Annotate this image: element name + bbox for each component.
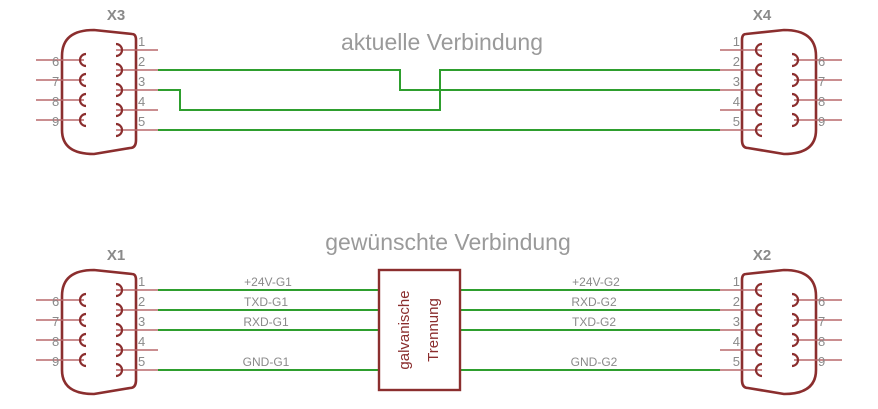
inner-pin-numbers: 6 7 8 9 bbox=[52, 54, 59, 129]
inner-pin-cups bbox=[791, 52, 800, 128]
pin-number: 6 bbox=[818, 294, 825, 309]
connector-ref-x2: X2 bbox=[753, 247, 771, 264]
pin-number: 6 bbox=[52, 294, 59, 309]
pin-number: 4 bbox=[733, 334, 740, 349]
pin-number: 8 bbox=[818, 334, 825, 349]
pin-number: 9 bbox=[818, 114, 825, 129]
pin-number: 8 bbox=[52, 334, 59, 349]
connector-x1: X1 bbox=[36, 247, 158, 396]
pin-number: 8 bbox=[52, 94, 59, 109]
inner-pin-numbers: 6 7 8 9 bbox=[52, 294, 59, 369]
inner-pin-cups bbox=[791, 292, 800, 368]
connector-ref-x4: X4 bbox=[753, 7, 772, 24]
pin-number: 4 bbox=[138, 334, 145, 349]
inner-pin-leads bbox=[36, 299, 84, 361]
net-label: TXD-G2 bbox=[572, 315, 616, 329]
pin-number: 7 bbox=[52, 314, 59, 329]
net-label: RXD-G1 bbox=[243, 315, 289, 329]
title-current-connection: aktuelle Verbindung bbox=[341, 29, 543, 55]
outer-pin-cups bbox=[754, 282, 763, 378]
outer-pin-cups bbox=[115, 42, 124, 138]
pin-number: 7 bbox=[818, 74, 825, 89]
inner-pin-leads bbox=[794, 59, 842, 121]
dsub9-symbol-right: 1 2 3 4 5 6 7 8 9 bbox=[720, 28, 842, 156]
inner-pin-cups bbox=[78, 52, 87, 128]
pin-number: 6 bbox=[52, 54, 59, 69]
connector-x4: X4 bbox=[720, 7, 842, 156]
pin-number: 5 bbox=[138, 114, 145, 129]
inner-pin-leads bbox=[36, 59, 84, 121]
net-label: RXD-G2 bbox=[571, 295, 617, 309]
pin-number: 1 bbox=[733, 274, 740, 289]
wire-current-pin2 bbox=[158, 69, 720, 91]
dsub9-symbol-right: 1 2 3 4 5 6 7 8 9 bbox=[720, 268, 842, 396]
wire-current-pin3 bbox=[158, 69, 720, 111]
wires-desired bbox=[158, 289, 720, 371]
isolator-label-line1: galvanische bbox=[396, 290, 413, 369]
outer-pin-numbers: 1 2 3 4 5 bbox=[733, 34, 740, 129]
title-desired-connection: gewünschte Verbindung bbox=[325, 229, 571, 255]
signal-labels: +24V-G1 TXD-G1 RXD-G1 GND-G1 +24V-G2 RXD… bbox=[243, 275, 621, 369]
connector-x3: X3 bbox=[36, 7, 158, 156]
pin-number: 8 bbox=[818, 94, 825, 109]
pin-number: 5 bbox=[138, 354, 145, 369]
pin-number: 3 bbox=[138, 74, 145, 89]
outer-pin-numbers: 1 2 3 4 5 bbox=[138, 274, 145, 369]
isolator-box bbox=[377, 268, 462, 392]
inner-pin-numbers: 6 7 8 9 bbox=[818, 294, 825, 369]
pin-number: 5 bbox=[733, 114, 740, 129]
outer-pin-numbers: 1 2 3 4 5 bbox=[138, 34, 145, 129]
pin-number: 1 bbox=[138, 34, 145, 49]
net-label: GND-G1 bbox=[243, 355, 290, 369]
pin-number: 1 bbox=[138, 274, 145, 289]
pin-number: 3 bbox=[733, 314, 740, 329]
pin-number: 2 bbox=[733, 54, 740, 69]
connector-ref-x3: X3 bbox=[107, 7, 125, 24]
pin-number: 1 bbox=[733, 34, 740, 49]
outer-pin-numbers: 1 2 3 4 5 bbox=[733, 274, 740, 369]
net-label: TXD-G1 bbox=[244, 295, 288, 309]
pin-number: 4 bbox=[733, 94, 740, 109]
pin-number: 3 bbox=[733, 74, 740, 89]
pin-number: 2 bbox=[733, 294, 740, 309]
connector-x2: X2 bbox=[720, 247, 842, 396]
connector-ref-x1: X1 bbox=[107, 247, 125, 264]
pin-number: 2 bbox=[138, 54, 145, 69]
pin-number: 9 bbox=[52, 114, 59, 129]
pin-number: 2 bbox=[138, 294, 145, 309]
outer-pin-cups bbox=[754, 42, 763, 138]
inner-pin-numbers: 6 7 8 9 bbox=[818, 54, 825, 129]
isolator-label-line2: Trennung bbox=[425, 298, 442, 362]
pin-number: 7 bbox=[818, 314, 825, 329]
galvanic-isolation-block: galvanische Trennung bbox=[377, 268, 462, 392]
pin-number: 4 bbox=[138, 94, 145, 109]
pin-number: 7 bbox=[52, 74, 59, 89]
dsub9-symbol-left: 1 2 3 4 5 6 7 8 9 bbox=[36, 28, 158, 156]
pin-number: 6 bbox=[818, 54, 825, 69]
pin-number: 5 bbox=[733, 354, 740, 369]
inner-pin-leads bbox=[794, 299, 842, 361]
pin-number: 9 bbox=[52, 354, 59, 369]
net-label: GND-G2 bbox=[571, 355, 618, 369]
inner-pin-cups bbox=[78, 292, 87, 368]
outer-pin-cups bbox=[115, 282, 124, 378]
net-label: +24V-G1 bbox=[244, 275, 292, 289]
dsub9-symbol-left: 1 2 3 4 5 6 7 8 9 bbox=[36, 268, 158, 396]
pin-number: 3 bbox=[138, 314, 145, 329]
net-label: +24V-G2 bbox=[572, 275, 620, 289]
pin-number: 9 bbox=[818, 354, 825, 369]
wires-current bbox=[158, 69, 720, 131]
